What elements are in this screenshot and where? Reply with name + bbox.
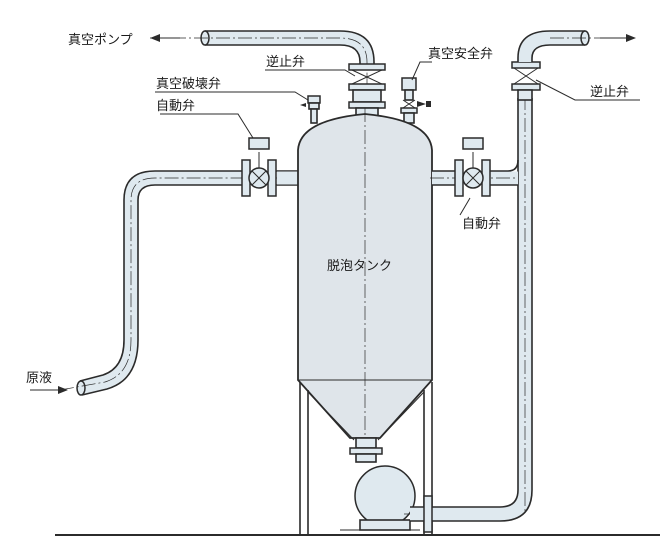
inlet-pipe (59, 170, 300, 396)
check-valve-right (511, 61, 541, 101)
vacuum-breaker-valve (300, 95, 321, 124)
vacuum-pump-pipe (150, 30, 375, 100)
label-vacuum-safety-valve: 真空安全弁 (428, 46, 493, 62)
check-valve-top (348, 63, 386, 119)
actuator-left (248, 137, 270, 150)
outlet-pipe (517, 30, 625, 62)
defoam-tank (297, 108, 433, 440)
transfer-pump (340, 453, 520, 531)
return-pipe (410, 96, 533, 533)
vacuum-safety-valve (400, 77, 431, 124)
label-raw-liquid: 原液 (26, 371, 52, 386)
auto-valve-right (454, 137, 491, 197)
label-check-valve-right: 逆止弁 (590, 84, 629, 100)
flow-arrow-inlet (30, 386, 68, 394)
flow-arrow-outlet (600, 34, 636, 42)
leader-lines (155, 61, 640, 216)
label-auto-valve-right: 自動弁 (462, 217, 501, 232)
auto-valve-left (241, 137, 300, 197)
tank-outlet (349, 437, 383, 455)
label-defoam-tank: 脱泡タンク (327, 259, 392, 274)
label-check-valve-top: 逆止弁 (266, 54, 305, 70)
label-vacuum-pump: 真空ポンプ (68, 33, 133, 48)
flow-arrow-vacuum (150, 34, 180, 42)
actuator-right (462, 137, 484, 150)
inlet-pipe-end (76, 380, 86, 396)
label-auto-valve-left: 自動弁 (156, 99, 195, 114)
label-vacuum-breaker-valve: 真空破壊弁 (156, 77, 221, 92)
